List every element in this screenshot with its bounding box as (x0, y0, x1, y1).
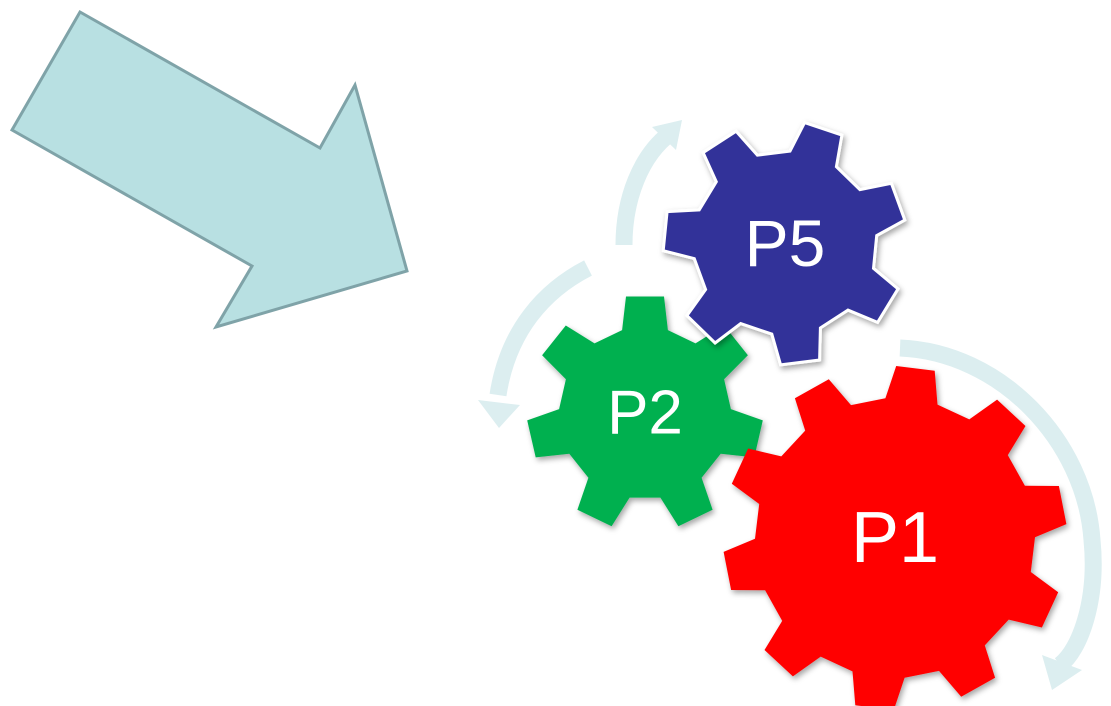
cycle-arrows (478, 120, 1102, 690)
cycle-arrow-left-head (478, 400, 520, 428)
cycle-arrow-left (489, 260, 592, 397)
cycle-arrow-top (615, 125, 678, 246)
gear-p1-label: P1 (851, 498, 939, 578)
gear-p5-body (661, 120, 907, 367)
cycle-arrow-right-head (1042, 655, 1082, 690)
gear-p2-label: P2 (607, 379, 683, 448)
gear-p1: P1 (723, 366, 1067, 706)
block-arrow (9, 9, 409, 330)
gear-p5: P5 (661, 120, 907, 367)
gear-p2-body (527, 296, 763, 527)
gear-p2: P2 (527, 296, 763, 527)
cycle-arrow-right (899, 339, 1102, 672)
gear-p1-body (723, 366, 1067, 706)
cycle-arrow-top-head (652, 120, 682, 150)
gear-p5-label: P5 (745, 206, 826, 280)
